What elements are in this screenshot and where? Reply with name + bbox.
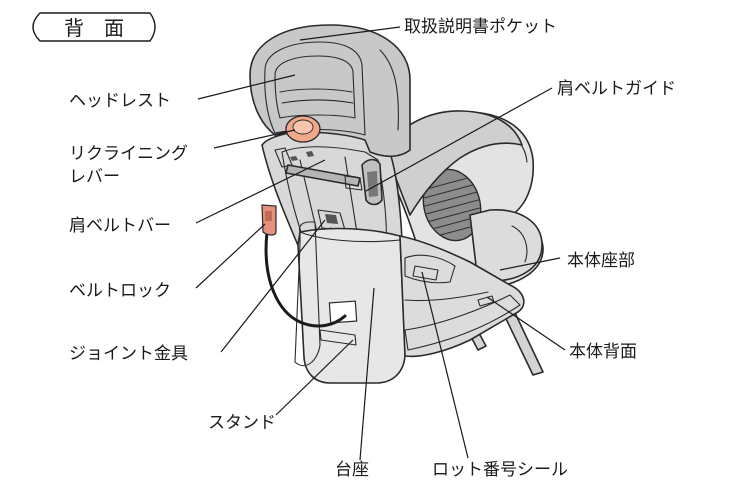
seat-wing-right bbox=[384, 110, 523, 216]
leader-pocket bbox=[299, 26, 401, 41]
stand bbox=[319, 329, 357, 346]
car-seat-illustration bbox=[249, 24, 544, 384]
label-manual-pocket: 取扱説明書ポケット bbox=[404, 17, 557, 37]
label-recline-lever-1: リクライニング bbox=[69, 144, 188, 164]
labels: 取扱説明書ポケット ヘッドレスト 肩ベルトガイド リクライニング レバー 肩ベル… bbox=[69, 17, 676, 480]
label-base: 台座 bbox=[335, 460, 369, 480]
label-belt-lock: ベルトロック bbox=[69, 281, 171, 301]
leader-lines bbox=[195, 26, 566, 461]
leader-body-back bbox=[486, 296, 566, 351]
recline-lever bbox=[285, 115, 321, 143]
title-text: 背 面 bbox=[64, 16, 124, 40]
leader-lot-seal bbox=[421, 271, 469, 459]
label-lot-number-seal: ロット番号シール bbox=[432, 460, 568, 480]
label-headrest: ヘッドレスト bbox=[69, 91, 171, 111]
label-joint-fitting: ジョイント金具 bbox=[69, 344, 188, 364]
leader-base bbox=[359, 287, 375, 461]
title-badge: 背 面 bbox=[32, 12, 156, 42]
leader-body-seat bbox=[499, 257, 561, 271]
leader-shoulder-bar bbox=[195, 159, 326, 224]
lot-number-seal bbox=[328, 300, 358, 324]
label-shoulder-belt-guide: 肩ベルトガイド bbox=[557, 79, 676, 99]
label-body-seat: 本体座部 bbox=[567, 251, 635, 271]
label-body-back: 本体背面 bbox=[569, 342, 637, 362]
leader-joint bbox=[220, 219, 326, 353]
leader-belt-lock bbox=[195, 223, 266, 289]
seat-base bbox=[294, 221, 525, 384]
leader-recline bbox=[213, 129, 296, 149]
leader-stand bbox=[275, 339, 354, 416]
leader-shoulder-guide bbox=[365, 87, 553, 192]
leader-headrest bbox=[197, 74, 296, 100]
belt-lock bbox=[261, 204, 347, 328]
label-stand: スタンド bbox=[208, 413, 276, 433]
label-recline-lever-2: レバー bbox=[69, 167, 120, 187]
label-shoulder-belt-bar: 肩ベルトバー bbox=[69, 216, 171, 236]
